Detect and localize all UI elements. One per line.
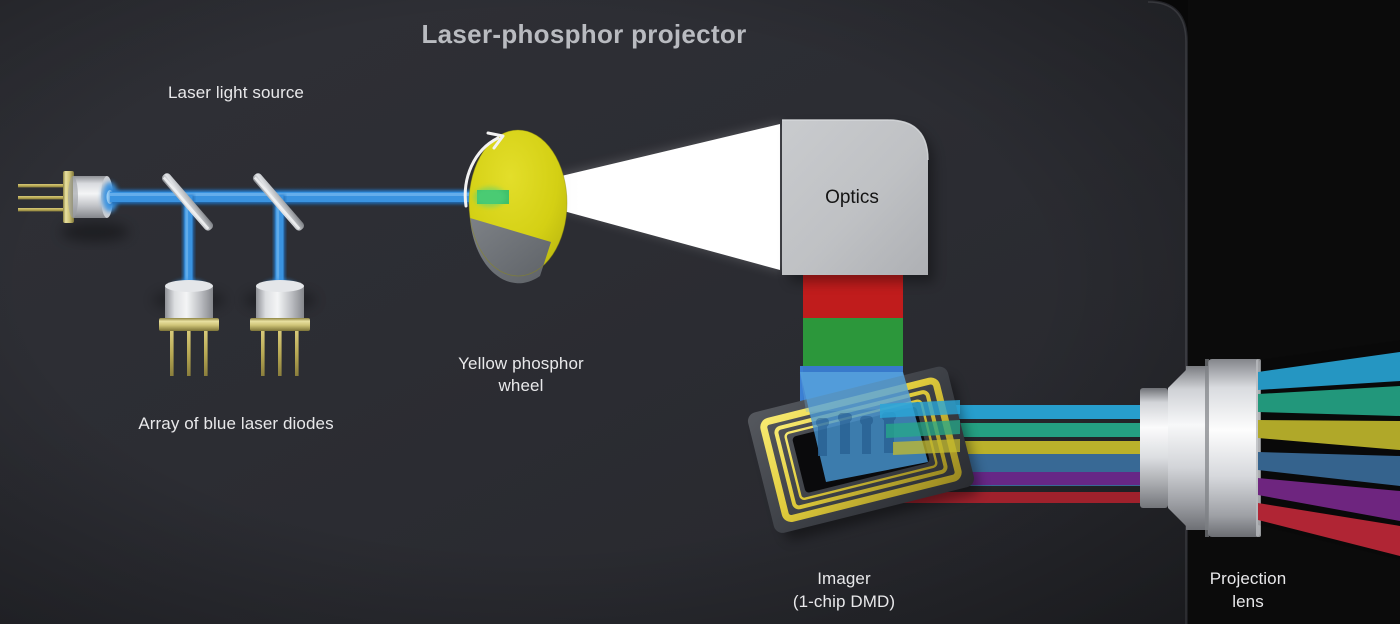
beams-over-chip — [880, 400, 960, 455]
label-projection-lens-line1: Projection — [1210, 569, 1287, 588]
yellow-phosphor-wheel — [463, 129, 568, 284]
band-green — [803, 318, 903, 366]
optics-block: Optics — [782, 119, 934, 282]
fan-beam-yellow — [1258, 420, 1400, 450]
diode-pins-horizontal — [18, 184, 66, 212]
blue-laser-diode-1 — [153, 280, 225, 376]
blue-laser-diode-2 — [244, 280, 316, 376]
optics-box — [782, 120, 928, 275]
projected-beam-fan — [1258, 340, 1400, 560]
label-array-of-diodes: Array of blue laser diodes — [138, 414, 333, 433]
lens-barrel-taper — [1168, 366, 1190, 530]
rotation-arrow-icon — [463, 131, 505, 208]
page-title: Laser-phosphor projector — [421, 19, 746, 49]
label-imager-line1: Imager — [817, 569, 871, 588]
fan-beam-steelblue — [1258, 452, 1400, 486]
label-imager-line2: (1-chip DMD) — [793, 592, 895, 611]
optics-label: Optics — [825, 187, 879, 208]
projection-lens — [1140, 359, 1261, 537]
band-red — [803, 275, 903, 318]
label-phosphor-wheel-line1: Yellow phosphor — [458, 354, 584, 373]
fan-beam-red — [1258, 503, 1400, 556]
diode-1-flange — [159, 318, 219, 331]
lens-barrel-front — [1208, 359, 1260, 537]
label-phosphor-wheel-line2: wheel — [498, 376, 544, 395]
beam-red — [893, 492, 1155, 503]
beam-splitter-mirror-1 — [161, 173, 214, 290]
label-projection-lens-line2: lens — [1232, 592, 1264, 611]
blue-laser-beam-main — [110, 190, 480, 204]
fan-beam-cyan — [1258, 352, 1400, 390]
diode-1-pins — [170, 331, 208, 376]
wheel-gray-sector — [470, 218, 551, 284]
lens-barrel-rear — [1140, 388, 1168, 508]
source-laser-diode — [18, 171, 129, 242]
label-laser-light-source: Laser light source — [168, 83, 304, 102]
fan-beam-teal — [1258, 386, 1400, 416]
fan-beam-purple — [1258, 478, 1400, 521]
white-light-cone — [492, 122, 782, 272]
diode-2-flange — [250, 318, 310, 331]
lens-barrel-mid — [1186, 366, 1208, 530]
beam-splitter-mirror-2 — [252, 173, 305, 290]
diode-2-pins — [261, 331, 299, 376]
